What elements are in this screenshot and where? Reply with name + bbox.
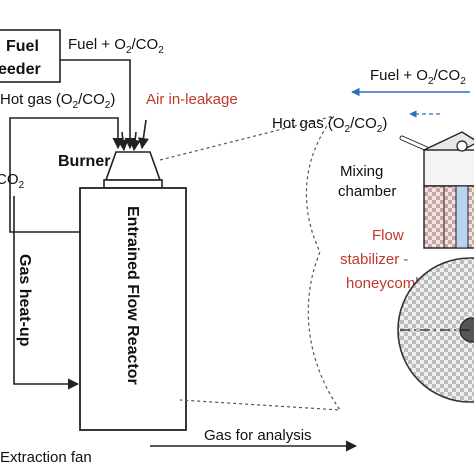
mixing-chamber-label-2: chamber bbox=[338, 183, 396, 200]
fuel-o2-co2-right-label: Fuel + O2/CO2 bbox=[370, 67, 466, 87]
mixing-chamber-body bbox=[423, 149, 474, 187]
fuel-feeder-label-2: eeder bbox=[0, 61, 41, 78]
co2-left-label: CO2 bbox=[0, 171, 25, 191]
fuel-feed-line bbox=[60, 59, 136, 150]
burner-cone bbox=[104, 151, 162, 181]
gas-heat-up-label: Gas heat-up bbox=[16, 254, 33, 347]
hot-gas-line-left bbox=[9, 117, 124, 233]
fuel-o2-co2-top-label: Fuel + O2/CO2 bbox=[68, 36, 164, 56]
gas-heat-up-line bbox=[13, 196, 80, 390]
flow-stabilizer-label-1: Flow bbox=[372, 227, 404, 244]
burner-inlet-arrow-2 bbox=[129, 131, 141, 152]
honeycomb-disc bbox=[397, 257, 474, 403]
honeycomb-blue-core bbox=[455, 185, 469, 249]
detail-callout-outline bbox=[159, 114, 342, 411]
air-in-leakage-arrow bbox=[137, 119, 149, 150]
hot-gas-right-label: Hot gas (O2/CO2) bbox=[272, 115, 387, 135]
mixing-chamber-port bbox=[456, 140, 468, 152]
mixing-chamber-label-1: Mixing bbox=[340, 163, 383, 180]
fuel-feeder-label-1: Fuel bbox=[6, 38, 39, 55]
burner-label: Burner bbox=[58, 153, 110, 170]
reactor-box bbox=[79, 187, 187, 431]
gas-for-analysis-label: Gas for analysis bbox=[204, 427, 312, 444]
burner-inlet-arrow-1 bbox=[117, 131, 129, 152]
burner-neck bbox=[103, 179, 163, 189]
flow-stabilizer-label-3: honeycomb bbox=[346, 275, 424, 292]
extraction-fan-label: Extraction fan bbox=[0, 449, 92, 466]
fuel-feeder-box bbox=[0, 29, 61, 83]
flow-stabilizer-label-2: stabilizer - bbox=[340, 251, 408, 268]
hot-gas-left-label: Hot gas (O2/CO2) bbox=[0, 91, 115, 111]
reactor-label: Entrained Flow Reactor bbox=[124, 206, 141, 385]
air-in-leakage-label: Air in-leakage bbox=[146, 91, 238, 108]
